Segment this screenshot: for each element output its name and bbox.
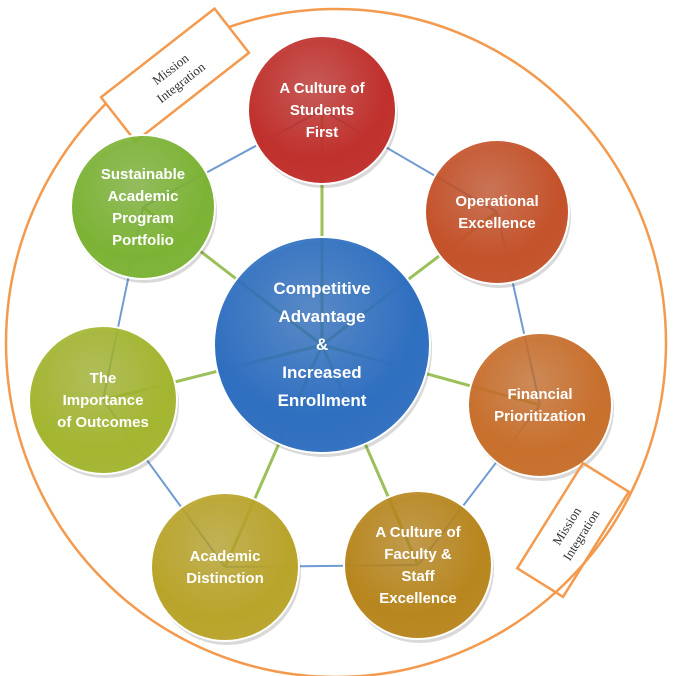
mission-integration-label-top: MissionIntegration — [99, 6, 251, 144]
outer-ring — [4, 7, 668, 676]
svg-text:MissionIntegration: MissionIntegration — [545, 497, 603, 563]
